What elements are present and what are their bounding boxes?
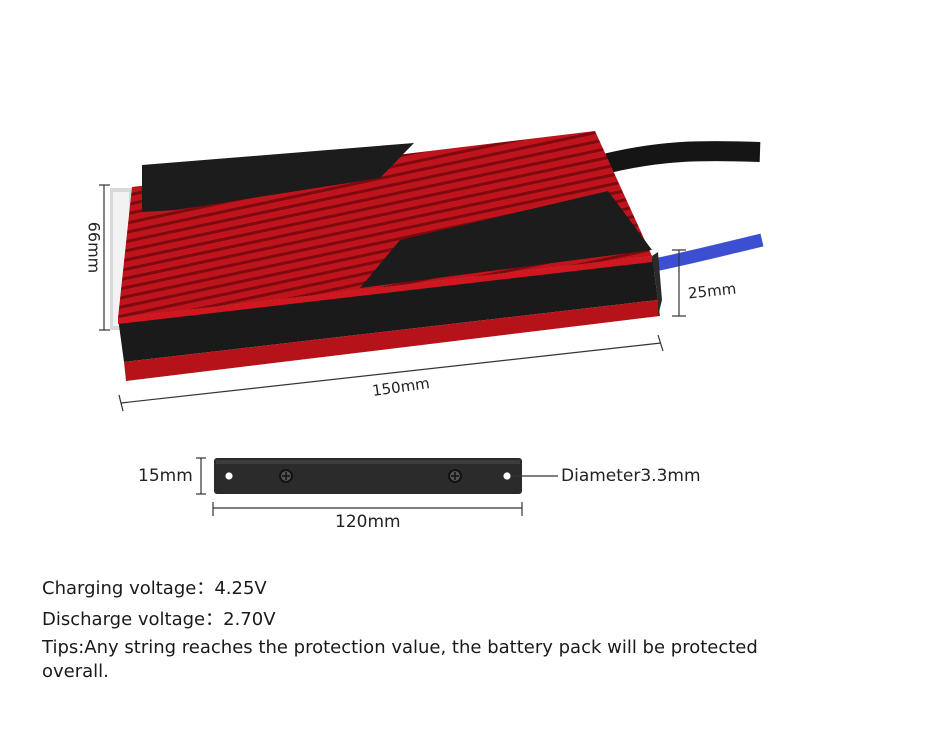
dimension-66mm xyxy=(99,184,110,331)
dimension-120mm xyxy=(212,502,523,516)
mount-hole-left xyxy=(225,472,233,480)
screw-right xyxy=(448,469,462,483)
hole-diameter-label: Diameter3.3mm xyxy=(561,466,701,486)
bms-housing xyxy=(118,131,662,381)
discharge-voltage-text: Discharge voltage：2.70V xyxy=(42,609,276,630)
mount-hole-right xyxy=(503,472,511,480)
tips-text: Tips:Any string reaches the protection v… xyxy=(42,637,758,682)
bracket-length-label: 120mm xyxy=(335,512,401,532)
mounting-bracket xyxy=(214,458,522,494)
bracket-height-label: 15mm xyxy=(138,466,193,486)
charging-voltage-text: Charging voltage：4.25V xyxy=(42,578,267,599)
screw-left xyxy=(279,469,293,483)
dimension-15mm xyxy=(196,457,206,495)
width-dimension-label: 66mm xyxy=(84,221,104,274)
dimension-150mm xyxy=(118,334,664,412)
black-cable xyxy=(597,141,761,175)
dimension-25mm xyxy=(672,249,686,317)
